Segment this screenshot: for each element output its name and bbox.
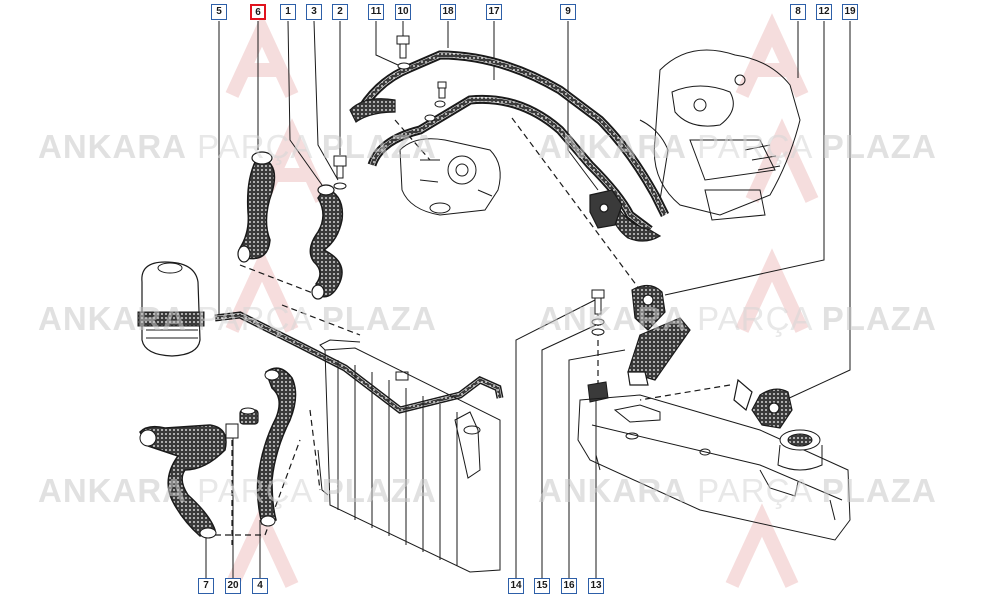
callout-11[interactable]: 11 [368,4,384,20]
valve-19-icon [733,378,793,429]
bolt-10-icon [396,35,447,122]
coolant-pipe-18 [358,50,670,218]
callout-14[interactable]: 14 [508,578,524,594]
callout-16[interactable]: 16 [561,578,577,594]
callout-10[interactable]: 10 [395,4,411,20]
radiator-hose-6 [237,151,276,263]
lower-hose-7 [139,423,239,539]
coolant-pipe-17 [367,94,653,234]
callout-2[interactable]: 2 [332,4,348,20]
pipe-end-hose [349,98,662,242]
watermark-text: ANKARA PARÇA PLAZA [538,472,937,509]
water-pump-drawing [399,138,501,216]
watermark-text: ANKARA PARÇA PLAZA [38,128,437,165]
leader-lines [205,20,851,578]
callout-8[interactable]: 8 [790,4,806,20]
engine-block-drawing [639,49,801,221]
bolt-14-icon [591,289,605,336]
callout-5[interactable]: 5 [211,4,227,20]
callout-6[interactable]: 6 [250,4,266,20]
watermark-text: ANKARA PARÇA PLAZA [538,300,937,337]
overflow-pipe-5 [214,311,504,414]
callout-20[interactable]: 20 [225,578,241,594]
callout-3[interactable]: 3 [306,4,322,20]
bleed-screw-icon [333,155,347,190]
radiator-drawing [317,339,501,573]
callout-18[interactable]: 18 [440,4,456,20]
bracket-clip-8-icon [631,284,666,331]
assembly-dashed-lines [205,117,731,545]
watermark-text: ANKARA PARÇA PLAZA [38,472,437,509]
radiator-hose-1 [309,184,344,300]
callout-9[interactable]: 9 [560,4,576,20]
mounting-bracket-icon [627,317,691,386]
callout-17[interactable]: 17 [486,4,502,20]
callout-13[interactable]: 13 [588,578,604,594]
expansion-tank-drawing [137,261,205,357]
callout-1[interactable]: 1 [280,4,296,20]
callout-7[interactable]: 7 [198,578,214,594]
lower-hose-4 [256,367,297,527]
pipe-clip-9-icon [589,189,623,229]
callout-4[interactable]: 4 [252,578,268,594]
watermark-text: ANKARA PARÇA PLAZA [38,300,437,337]
callout-15[interactable]: 15 [534,578,550,594]
rocker-cover-drawing [577,394,851,541]
watermark-text: ANKARA PARÇA PLAZA [538,128,937,165]
callout-19[interactable]: 19 [842,4,858,20]
hose-connector-20 [239,407,259,425]
callout-12[interactable]: 12 [816,4,832,20]
